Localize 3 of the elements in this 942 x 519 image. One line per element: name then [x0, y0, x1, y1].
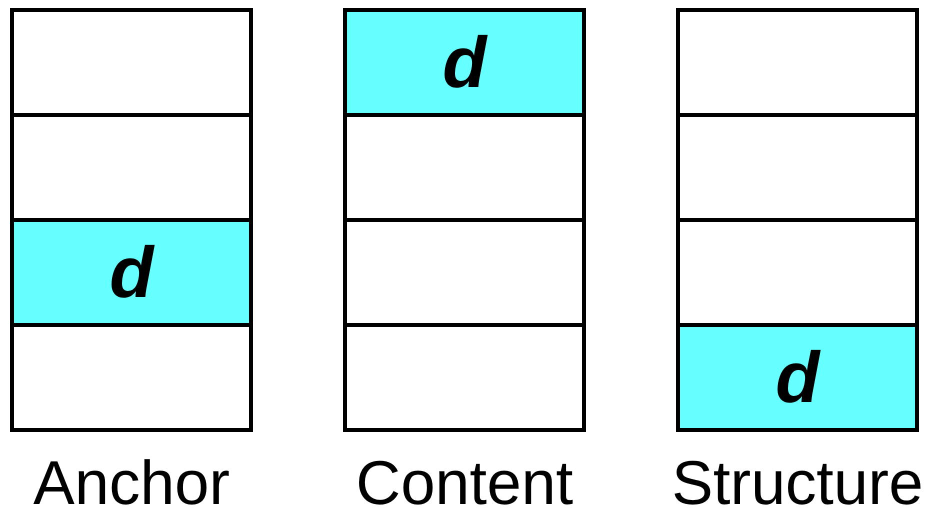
column-label: Anchor	[32, 448, 231, 519]
column-label: Content	[354, 448, 574, 519]
column-label: Structure	[670, 448, 924, 519]
